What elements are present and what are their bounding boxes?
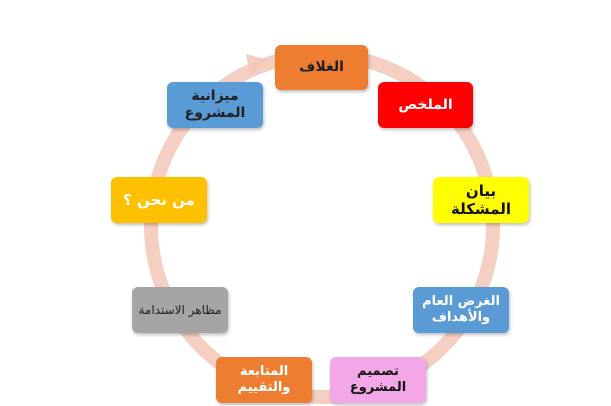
step-cover-label: الغلاف [299,59,344,76]
step-project-budget-label: ميزانية المشروع [184,88,246,121]
step-cover: الغلاف [275,45,368,90]
step-problem-statement: بيان المشكلة [433,177,529,223]
step-project-design-label: تصميم المشروع [349,364,407,395]
step-goals: الغرض العام والأهداف [413,287,509,333]
step-summary-label: الملخص [398,96,453,113]
step-monitoring-evaluation-label: المتابعة والتقييم [237,364,291,395]
step-project-budget: ميزانية المشروع [167,82,263,128]
step-sustainability-label: مظاهر الاستدامة [138,302,222,317]
step-sustainability: مظاهر الاستدامة [132,287,228,333]
step-who-are-we-label: من نحن ؟ [123,191,195,209]
step-project-design: تصميم المشروع [330,357,426,403]
step-summary: الملخص [378,82,473,128]
step-who-are-we: من نحن ؟ [111,177,207,223]
step-monitoring-evaluation: المتابعة والتقييم [216,357,312,403]
step-goals-label: الغرض العام والأهداف [422,294,500,325]
step-problem-statement-label: بيان المشكلة [450,182,512,218]
